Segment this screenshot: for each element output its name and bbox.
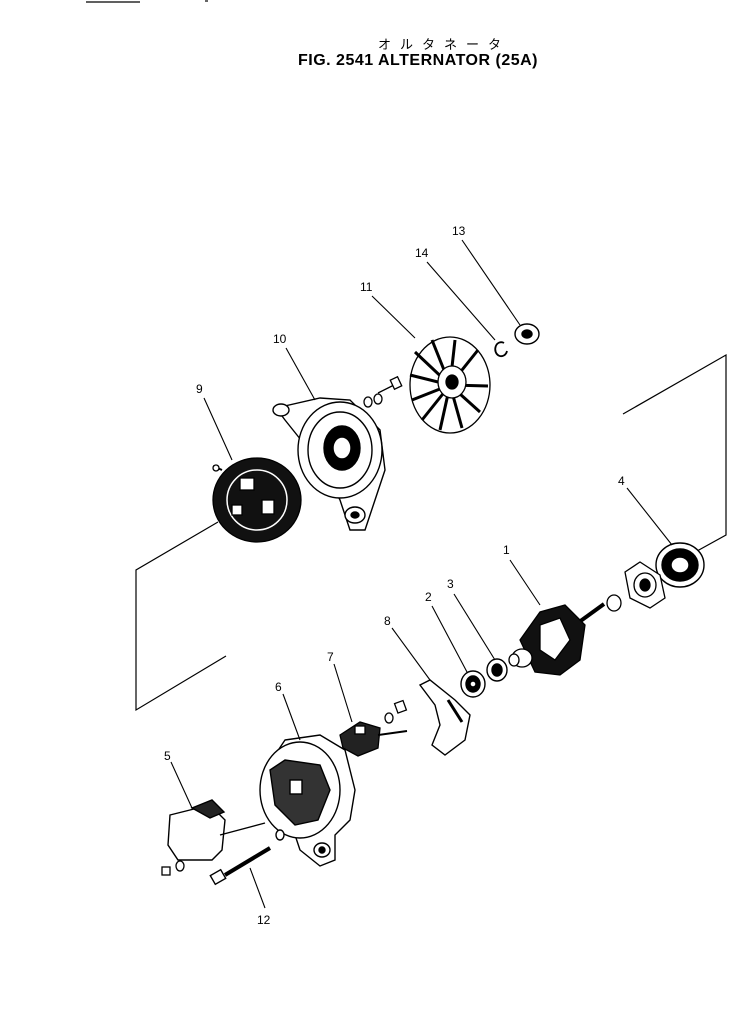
- front-bolt: [363, 375, 403, 408]
- part-3-bearing: [486, 658, 508, 682]
- callout-5: 5: [164, 749, 171, 763]
- part-8-cover: [418, 679, 471, 756]
- part-7-brush-holder: [339, 721, 408, 757]
- callout-14: 14: [415, 246, 429, 260]
- leader-lines: [170, 239, 673, 909]
- callout-13: 13: [452, 224, 466, 238]
- figure-title-japanese: オルタネータ: [378, 38, 511, 53]
- part-4-bearing: [655, 542, 705, 588]
- regulator-screw: [161, 860, 185, 876]
- part-6-rear-housing: [259, 734, 356, 867]
- callout-11: 11: [360, 280, 373, 294]
- callout-6: 6: [275, 680, 282, 694]
- callout-12: 12: [257, 913, 271, 927]
- callout-4: 4: [618, 474, 625, 488]
- part-2-bearing: [460, 670, 486, 698]
- part-1-rotor: [508, 602, 606, 676]
- scan-marks: [86, 0, 208, 3]
- callout-7: 7: [327, 650, 334, 664]
- part-12-through-bolt: [209, 829, 285, 886]
- part-14-washer: [494, 341, 508, 358]
- callout-9: 9: [196, 382, 203, 396]
- callout-3: 3: [447, 577, 454, 591]
- part-13-nut: [514, 323, 540, 345]
- part-10-front-bracket: [272, 397, 386, 531]
- part-5-regulator: [167, 799, 266, 861]
- callout-2: 2: [425, 590, 432, 604]
- callout-10: 10: [273, 332, 287, 346]
- assembly-guide-lines: [135, 353, 727, 712]
- callout-numbers: 13 14 11 10 9 4 1 3 2 8 7 6 5 12: [164, 224, 625, 927]
- part-9-rectifier: [212, 457, 302, 543]
- figure-title: FIG. 2541 ALTERNATOR (25A): [298, 52, 538, 69]
- part-11-fan: [409, 336, 491, 434]
- brush-holder-screw: [384, 699, 408, 724]
- callout-8: 8: [384, 614, 391, 628]
- bearing-retainer-plate: [624, 561, 666, 609]
- callout-1: 1: [503, 543, 510, 557]
- shaft-spacer: [606, 594, 622, 612]
